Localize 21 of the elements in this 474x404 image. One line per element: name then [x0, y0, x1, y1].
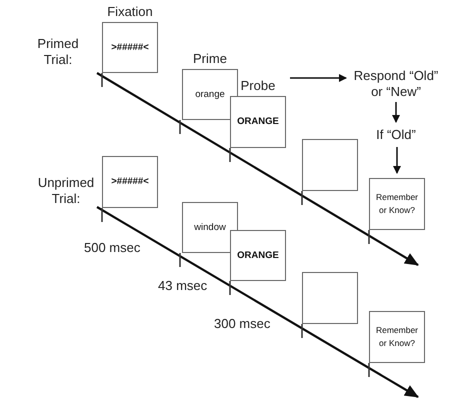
stimulus-word: ORANGE — [236, 116, 280, 128]
question-text: Remember or Know? — [374, 324, 420, 350]
trial-label: Primed Trial: — [36, 36, 80, 68]
stimulus-word: ORANGE — [236, 250, 280, 262]
arrow — [290, 74, 347, 82]
response-instruction: If “Old” — [366, 127, 426, 143]
arrow — [392, 102, 400, 123]
duration-label: 43 msec — [158, 278, 208, 294]
frame-heading: Probe — [240, 79, 276, 93]
response-instruction: Respond “Old” or “New” — [348, 68, 444, 100]
duration-label: 300 msec — [214, 316, 270, 332]
stimulus-word: >#####< — [110, 42, 150, 54]
duration-label: 500 msec — [84, 240, 140, 256]
frame-heading: Fixation — [107, 5, 153, 19]
question-text: Remember or Know? — [374, 191, 420, 217]
arrow — [393, 147, 401, 174]
frame-heading: Prime — [193, 52, 227, 66]
stimulus-word: orange — [194, 88, 226, 100]
stimulus-word: window — [193, 222, 227, 234]
stimulus-word: >#####< — [110, 176, 150, 188]
trial-label: Unprimed Trial: — [36, 175, 96, 207]
